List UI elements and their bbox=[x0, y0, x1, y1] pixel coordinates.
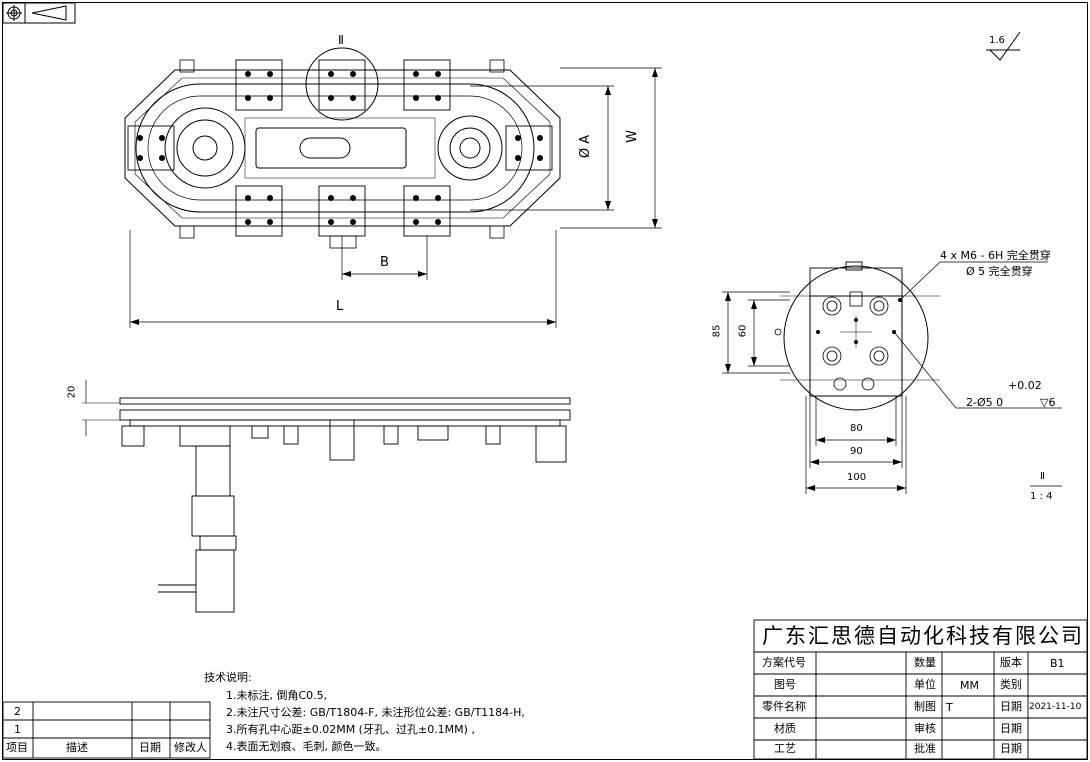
revision-header-desc: 描述 bbox=[66, 741, 88, 754]
dim-a: Ø A bbox=[578, 134, 594, 159]
tb-label-unit: 单位 bbox=[914, 678, 936, 691]
revision-header-date: 日期 bbox=[139, 741, 161, 754]
tb-label-quantity: 数量 bbox=[914, 656, 936, 669]
tb-value-version: B1 bbox=[1050, 657, 1065, 670]
tb-label-approve: 批准 bbox=[914, 742, 936, 755]
tech-notes-title: 技术说明: bbox=[204, 671, 252, 684]
callout-pin-spec: 2-Ø5 0 bbox=[966, 396, 1004, 409]
tb-label-process: 工艺 bbox=[774, 742, 796, 755]
callout-pin-depth: ▽6 bbox=[1040, 396, 1056, 409]
dim-85: 85 bbox=[711, 324, 723, 338]
surface-finish-value: 1.6 bbox=[989, 35, 1005, 46]
dim-80: 80 bbox=[850, 423, 863, 434]
dim-90: 90 bbox=[850, 446, 863, 457]
tb-label-category: 类别 bbox=[1000, 678, 1022, 691]
tech-note-1: 1.未标注, 倒角C0.5, bbox=[226, 689, 328, 702]
tb-label-date-1: 日期 bbox=[1000, 700, 1022, 713]
callout-holes-line1: 4 x M6 - 6H 完全贯穿 bbox=[940, 249, 1051, 262]
revision-header-editor: 修改人 bbox=[174, 741, 207, 754]
callout-holes-line2: Ø 5 完全贯穿 bbox=[966, 265, 1033, 278]
tb-label-date-3: 日期 bbox=[1000, 742, 1022, 755]
tech-note-3: 3.所有孔中心距±0.02MM (牙孔、过孔±0.1MM) , bbox=[226, 723, 475, 736]
detail-scale-label: 1 : 4 bbox=[1030, 491, 1053, 502]
tb-label-drawn: 制图 bbox=[914, 700, 936, 713]
surface-finish-symbol bbox=[986, 31, 1021, 61]
tb-label-date-2: 日期 bbox=[1000, 722, 1022, 735]
tb-label-scheme-code: 方案代号 bbox=[762, 656, 806, 669]
detail-view-label: Ⅱ bbox=[1040, 471, 1045, 482]
tb-label-review: 审核 bbox=[914, 722, 936, 735]
tb-value-drawn: T bbox=[946, 701, 953, 714]
tb-value-unit: MM bbox=[960, 679, 979, 692]
revision-header-item: 项目 bbox=[6, 741, 28, 754]
view-label-top: Ⅱ bbox=[338, 33, 344, 47]
revision-row-2: 2 bbox=[14, 705, 21, 718]
detail-view-dimensions bbox=[722, 261, 1062, 494]
front-view bbox=[82, 397, 571, 613]
top-view bbox=[124, 47, 561, 249]
dim-60: 60 bbox=[737, 324, 749, 338]
tb-label-drawing-no: 图号 bbox=[774, 678, 796, 691]
revision-row-1: 1 bbox=[14, 723, 21, 736]
tech-note-4: 4.表面无划痕、毛刺, 颜色一致。 bbox=[226, 740, 387, 753]
tb-label-part-name: 零件名称 bbox=[762, 700, 806, 713]
company-name: 广东汇思德自动化科技有限公司 bbox=[762, 624, 1084, 648]
tb-label-material: 材质 bbox=[774, 722, 796, 735]
tech-note-2: 2.未注尺寸公差: GB/T1804-F, 未注形位公差: GB/T1184-H… bbox=[226, 706, 525, 719]
dim-20: 20 bbox=[66, 385, 78, 399]
callout-pin-tol: +0.02 bbox=[1008, 379, 1042, 392]
tb-label-version: 版本 bbox=[1000, 656, 1022, 669]
detail-view bbox=[774, 261, 940, 411]
dim-w: W bbox=[624, 130, 640, 143]
dim-b: B bbox=[380, 255, 389, 270]
title-block-grid bbox=[753, 619, 1088, 760]
revision-table-grid bbox=[2, 701, 211, 759]
dim-100: 100 bbox=[847, 472, 867, 483]
top-view-dimensions bbox=[129, 67, 662, 328]
dim-l: L bbox=[336, 299, 344, 314]
tb-value-date: 2021-11-10 bbox=[1029, 702, 1082, 712]
projection-symbol bbox=[2, 2, 76, 24]
